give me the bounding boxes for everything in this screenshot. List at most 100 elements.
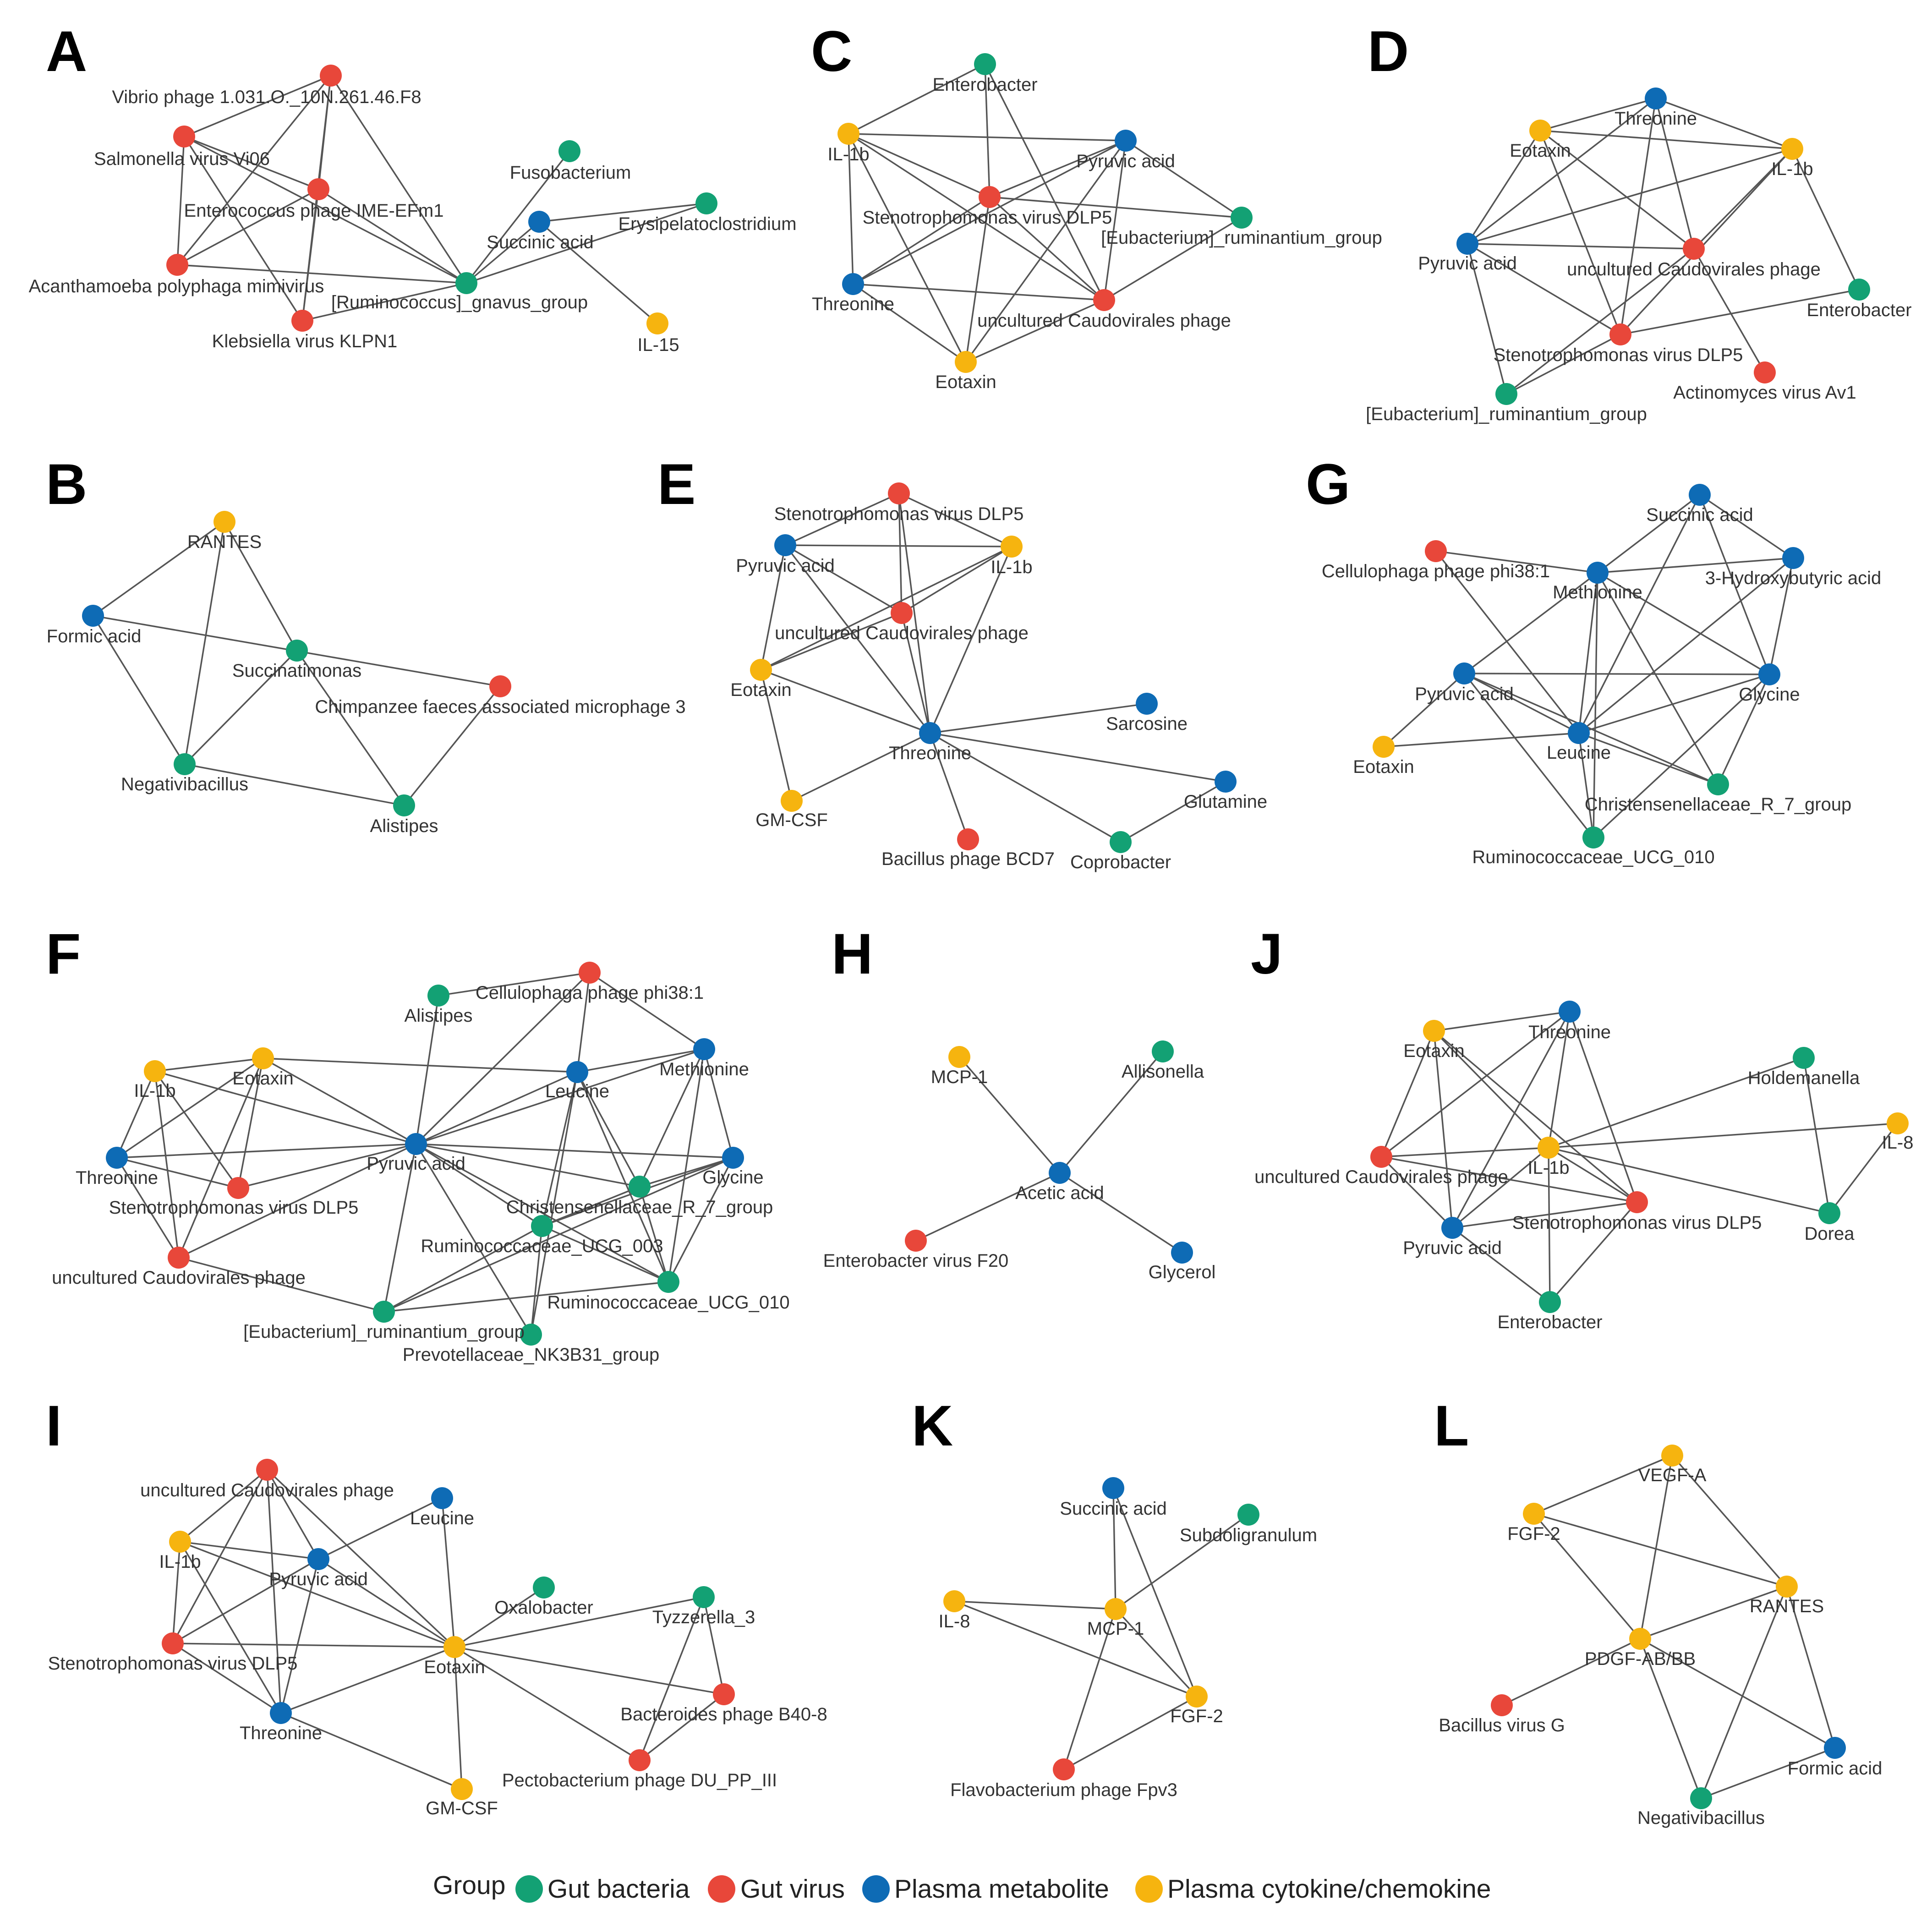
node-h-ent: [905, 1230, 927, 1252]
edge-j-il1b-ent: [1548, 1147, 1551, 1303]
edge-e-thr-bac: [929, 733, 969, 840]
edge-e-il1b-thr: [929, 546, 1013, 734]
edge-c-thr-unc: [853, 283, 1105, 301]
node-label-d-il1b: IL-1b: [1771, 159, 1813, 179]
node-f-gly: [722, 1147, 744, 1169]
edge-a-vib-aca: [176, 75, 332, 266]
node-j-pyr: [1441, 1217, 1463, 1239]
node-label-k-fgf: FGF-2: [1170, 1706, 1223, 1726]
edge-f-thr-pyr: [116, 1143, 416, 1159]
edge-g-leu-chr: [1578, 732, 1719, 785]
node-d-act: [1754, 361, 1776, 383]
edge-i-bph-pec: [639, 1693, 725, 1761]
edge-f-cel-pyr: [415, 972, 591, 1145]
edge-f-cel-leu: [576, 972, 591, 1073]
edge-f-eot-thr: [116, 1057, 263, 1159]
node-d-il1b: [1781, 138, 1803, 160]
node-label-e-glu: Glutamine: [1184, 792, 1267, 812]
node-d-ent: [1848, 279, 1870, 301]
node-label-f-leu: Leucine: [545, 1081, 609, 1101]
edge-g-suc-gly: [1699, 494, 1770, 675]
node-label-h-all: Allisonella: [1122, 1062, 1204, 1082]
node-label-b-for: Formic acid: [47, 626, 142, 646]
edge-f-cel-ali: [438, 972, 590, 996]
edge-c-pyr-thr: [853, 140, 1126, 285]
edge-f-eot-pyr: [263, 1057, 416, 1145]
edge-f-il1b-thr: [116, 1071, 156, 1158]
edge-f-met-pyr: [416, 1048, 705, 1145]
edge-i-unc-thr: [266, 1469, 282, 1713]
node-f-ali: [427, 985, 449, 1007]
edge-j-eot-thr: [1434, 1011, 1570, 1032]
node-label-h-ent: Enterobacter virus F20: [823, 1251, 1009, 1271]
node-d-unc: [1683, 238, 1705, 260]
node-f-r003: [531, 1215, 553, 1237]
node-l-neg: [1690, 1787, 1712, 1809]
edge-i-il1b-thr: [179, 1541, 282, 1713]
edge-e-unc-eot: [761, 612, 902, 671]
node-g-hyd: [1782, 547, 1804, 569]
edge-f-met-leu: [577, 1048, 705, 1073]
edge-k-mcp-fgf: [1115, 1608, 1198, 1697]
edge-g-met-hyd: [1597, 557, 1794, 574]
node-b-ran: [213, 511, 235, 533]
node-f-pre: [520, 1324, 542, 1346]
node-d-eot: [1529, 120, 1551, 142]
node-e-glu: [1215, 771, 1237, 793]
node-f-unc: [168, 1247, 190, 1269]
edge-l-ran-pdg: [1640, 1586, 1787, 1640]
node-g-eot: [1373, 736, 1395, 758]
node-label-i-pyr: Pyruvic acid: [269, 1569, 368, 1589]
node-label-i-oxa: Oxalobacter: [494, 1598, 593, 1618]
edge-f-chr-r010: [639, 1186, 669, 1282]
edge-e-ste-il1b: [898, 493, 1012, 547]
node-label-f-pyr: Pyruvic acid: [367, 1154, 465, 1174]
edge-l-ran-for: [1786, 1586, 1836, 1748]
node-e-gmc: [781, 790, 803, 812]
edge-l-pdg-neg: [1639, 1638, 1702, 1799]
node-a-suc: [528, 211, 550, 233]
edge-c-il1b-eot: [848, 133, 967, 362]
edge-c-eub-unc: [1104, 217, 1242, 301]
edge-g-suc-hyd: [1699, 494, 1794, 559]
edge-e-glu-cop: [1120, 781, 1226, 843]
node-label-c-unc: uncultured Caudovirales phage: [977, 311, 1231, 331]
edge-j-thr-unc: [1380, 1011, 1571, 1158]
node-label-j-thr: Threonine: [1528, 1022, 1611, 1042]
edge-e-il1b-unc: [901, 546, 1012, 614]
edge-i-leu-eot: [441, 1498, 455, 1648]
node-j-unc: [1370, 1146, 1392, 1168]
node-label-e-bac: Bacillus phage BCD7: [881, 849, 1055, 869]
edge-l-veg-fgf: [1533, 1455, 1673, 1515]
node-label-j-il8: IL-8: [1882, 1133, 1914, 1153]
edge-f-eot-unc: [178, 1058, 264, 1258]
node-label-c-il1b: IL-1b: [827, 144, 869, 164]
node-i-leu: [431, 1487, 453, 1509]
edge-c-il1b-unc: [848, 133, 1105, 301]
edge-f-eot-ste: [237, 1058, 264, 1188]
panel-letter-f: F: [46, 922, 81, 986]
edge-d-eot-il1b: [1540, 130, 1793, 150]
edge-d-il1b-pyr: [1467, 148, 1793, 245]
edge-i-unc-il1b: [179, 1469, 268, 1543]
node-label-a-ent: Enterococcus phage IME-EFm1: [184, 201, 444, 221]
node-label-b-ali: Alistipes: [370, 816, 438, 836]
edge-i-oxa-eot: [454, 1587, 544, 1648]
legend-swatch-gut-virus: [708, 1875, 735, 1903]
node-label-h-gly: Glycerol: [1149, 1262, 1216, 1282]
node-label-l-bac: Bacillus virus G: [1439, 1715, 1565, 1735]
node-a-il15: [646, 312, 668, 334]
edge-i-eot-thr: [280, 1646, 455, 1714]
node-label-f-il1b: IL-1b: [134, 1081, 175, 1101]
node-k-il8: [943, 1590, 965, 1612]
node-label-d-eot: Eotaxin: [1510, 141, 1571, 161]
edge-i-il1b-ste: [172, 1541, 181, 1644]
edge-b-for-neg: [92, 615, 186, 765]
edge-d-thr-unc: [1655, 98, 1695, 249]
edge-f-leu-r010: [576, 1072, 669, 1282]
edge-a-suc-rum: [465, 221, 540, 284]
edge-i-ste-eot: [172, 1642, 455, 1648]
panel-letter-h: H: [832, 922, 873, 986]
node-label-c-ent: Enterobacter: [932, 75, 1037, 95]
edge-j-il1b-ste: [1548, 1147, 1637, 1203]
